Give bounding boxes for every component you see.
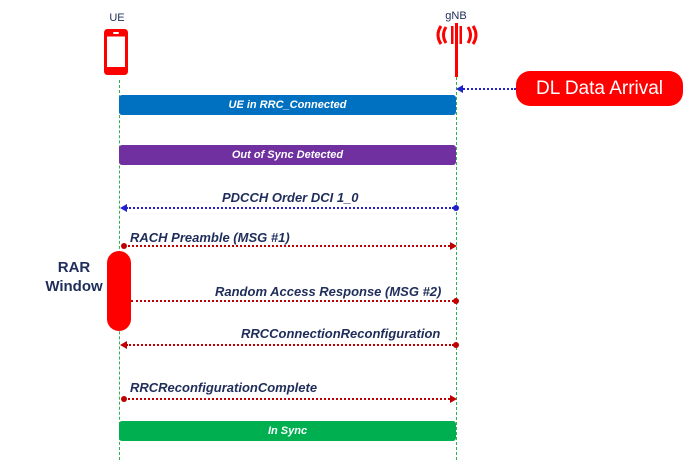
rar-window-label: RAR Window [34,258,114,296]
message-origin-dot [453,298,459,304]
dl-data-arrowhead [456,85,463,93]
gnb-lifeline [456,77,457,460]
gnb-label: gNB [445,10,467,22]
rar-window-bar [107,251,131,331]
message-label-rar: Random Access Response (MSG #2) [215,284,442,299]
arrowhead [450,395,457,403]
arrowhead [120,341,127,349]
arrowhead [450,242,457,250]
dl-data-arrival-label: DL Data Arrival [535,77,664,99]
state-label: UE in RRC_Connected [228,99,347,111]
message-arrow-rrc-reconfiguration [126,344,454,346]
ue-label: UE [109,12,125,24]
message-origin-dot [453,205,459,211]
dl-data-arrival-badge: DL Data Arrival [516,71,683,106]
message-origin-dot [121,243,127,249]
rar-window-label-line1: RAR [57,259,91,276]
state-label: Out of Sync Detected [231,149,344,161]
message-label-rach-preamble: RACH Preamble (MSG #1) [130,230,290,245]
message-label-pdcch-order: PDCCH Order DCI 1_0 [222,190,359,205]
message-label-rrc-reconfiguration: RRCConnectionReconfiguration [241,326,441,341]
message-arrow-rach-preamble [124,245,450,247]
message-origin-dot [453,342,459,348]
message-label-rrc-reconfiguration-complete: RRCReconfigurationComplete [130,380,318,395]
gnb-antenna-icon [436,23,478,77]
state-bar-rrc-connected: UE in RRC_Connected [119,95,456,115]
message-origin-dot [121,396,127,402]
arrowhead [120,204,127,212]
state-bar-in-sync: In Sync [119,421,456,441]
message-arrow-pdcch-order [126,207,454,209]
dl-data-arrow [460,88,516,90]
message-arrow-rrc-reconfiguration-complete [124,398,450,400]
message-arrow-rar [131,300,454,302]
state-label: In Sync [267,425,308,437]
ue-phone-icon [104,29,128,75]
rar-window-label-line2: Window [45,278,103,295]
state-bar-out-of-sync: Out of Sync Detected [119,145,456,165]
